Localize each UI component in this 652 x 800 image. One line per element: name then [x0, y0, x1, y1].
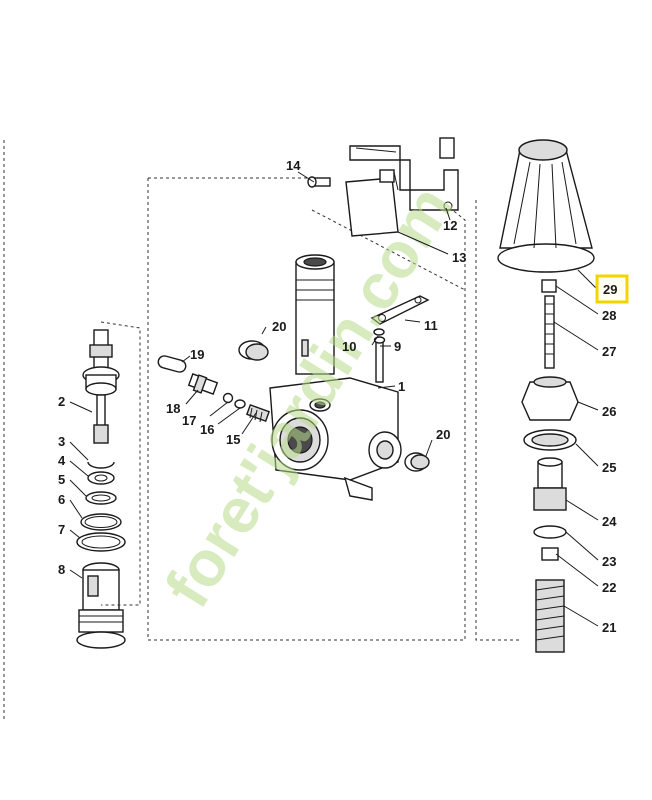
callout-labels: 1 2 3 4 5 6 7 8 9 10 11 12 13 14 15 16 1… [58, 158, 617, 635]
callout-3: 3 [58, 434, 65, 449]
callout-24: 24 [602, 514, 617, 529]
callout-17: 17 [182, 413, 196, 428]
callout-4: 4 [58, 453, 66, 468]
valve-seat-part [76, 562, 126, 649]
callout-26: 26 [602, 404, 616, 419]
screw-part [373, 336, 386, 383]
ring-nut-part [523, 429, 577, 451]
callout-22: 22 [602, 580, 616, 595]
callout-12: 12 [443, 218, 457, 233]
large-nut-part [521, 376, 579, 421]
callout-25: 25 [602, 460, 616, 475]
cap-left-part [238, 340, 269, 361]
lever-part [370, 295, 430, 325]
adjustment-knob-part [497, 139, 595, 273]
fitting-part [187, 373, 219, 395]
bracket-part [349, 137, 459, 211]
piston-part [533, 457, 567, 511]
assembly-boundary [147, 177, 466, 641]
small-washer-part [234, 399, 246, 409]
pump-body-part [269, 254, 402, 501]
ball-part [222, 392, 234, 404]
callout-15: 15 [226, 432, 240, 447]
ring-part [85, 491, 117, 505]
right-guide-line [475, 200, 520, 641]
callout-6: 6 [58, 492, 65, 507]
washer-part [87, 471, 115, 485]
pin-part [157, 355, 187, 373]
callout-11: 11 [424, 318, 438, 333]
circlip-part [87, 461, 115, 469]
valve-stem-part [82, 329, 120, 444]
small-spring-part [245, 403, 271, 423]
threaded-rod-part [544, 295, 555, 369]
watermark-text: foret'jardin.com [151, 173, 467, 619]
callout-28: 28 [602, 308, 616, 323]
callout-21: 21 [602, 620, 616, 635]
callout-14: 14 [286, 158, 301, 173]
callout-20-left: 20 [272, 319, 286, 334]
callout-29: 29 [603, 282, 617, 297]
callout-13: 13 [452, 250, 466, 265]
bush-part [541, 547, 559, 561]
callout-18: 18 [166, 401, 180, 416]
left-valve-stack [76, 321, 141, 649]
callout-10: 10 [342, 339, 356, 354]
callout-5: 5 [58, 472, 65, 487]
callout-19: 19 [190, 347, 204, 362]
piston-washer-part [533, 525, 567, 539]
leader-lines [69, 171, 599, 627]
callout-7: 7 [58, 522, 65, 537]
callout-1: 1 [398, 379, 405, 394]
callout-2: 2 [58, 394, 65, 409]
small-nut-part [541, 279, 557, 293]
callout-highlight-box [595, 274, 629, 304]
main-spring-part [535, 579, 565, 653]
screw-washer-part [373, 328, 385, 336]
callout-8: 8 [58, 562, 65, 577]
callout-27: 27 [602, 344, 616, 359]
callout-20-right: 20 [436, 427, 450, 442]
bracket-screw-part [307, 176, 331, 188]
cap-right-part [404, 452, 430, 472]
callout-23: 23 [602, 554, 616, 569]
callout-16: 16 [200, 422, 214, 437]
callout-9: 9 [394, 339, 401, 354]
